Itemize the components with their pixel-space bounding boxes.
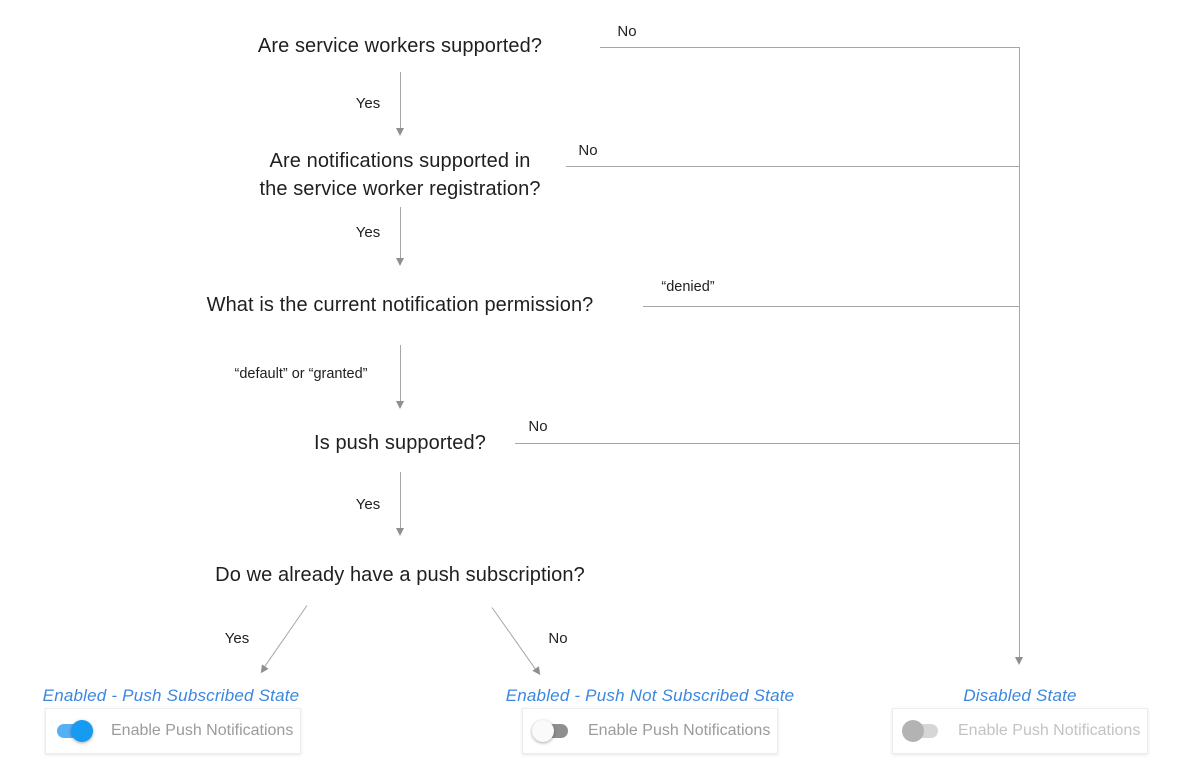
edge-line-q3-default-granted — [400, 345, 401, 401]
question-push-supported: Is push supported? — [314, 432, 486, 454]
toggle-knob-icon — [532, 720, 554, 742]
question-notifications-supported: Are notifications supported in the servi… — [259, 150, 541, 200]
arrow-down-icon — [396, 258, 404, 266]
edge-line-q1-yes — [400, 72, 401, 128]
question-notification-permission: What is the current notification permiss… — [206, 294, 594, 316]
toggle-label: Enable Push Notifications — [588, 722, 771, 739]
toggle-knob-icon — [71, 720, 93, 742]
toggle-label: Enable Push Notifications — [111, 722, 294, 739]
push-toggle-card-subscribed: Enable Push Notifications — [45, 708, 301, 754]
push-toggle-switch-off[interactable] — [532, 719, 570, 743]
push-toggle-switch-disabled — [902, 719, 940, 743]
edge-label-default-or-granted: “default” or “granted” — [234, 366, 368, 382]
edge-line-q2-no — [566, 166, 1019, 167]
edge-line-q3-denied — [643, 306, 1019, 307]
edge-line-q5-yes — [257, 605, 308, 676]
edge-label-yes: Yes — [224, 630, 250, 647]
arrow-head-icon — [532, 666, 544, 678]
state-title-enabled-not-subscribed: Enabled - Push Not Subscribed State — [505, 686, 795, 705]
edge-line-to-disabled-state — [1019, 47, 1020, 657]
question-service-workers-supported: Are service workers supported? — [257, 35, 543, 57]
edge-label-no: No — [528, 418, 548, 435]
push-toggle-card-disabled: Enable Push Notifications — [892, 708, 1148, 754]
edge-line-q1-no — [600, 47, 1019, 48]
state-title-enabled-subscribed: Enabled - Push Subscribed State — [42, 686, 300, 705]
state-title-disabled: Disabled State — [963, 686, 1077, 705]
edge-line-q2-yes — [400, 207, 401, 258]
arrow-down-icon — [396, 401, 404, 409]
question-existing-push-subscription: Do we already have a push subscription? — [215, 564, 585, 586]
edge-label-yes: Yes — [355, 496, 381, 513]
edge-label-no: No — [617, 23, 637, 40]
edge-label-yes: Yes — [355, 95, 381, 112]
toggle-label: Enable Push Notifications — [958, 722, 1141, 739]
arrow-down-icon — [396, 528, 404, 536]
toggle-knob-icon — [902, 720, 924, 742]
arrow-head-icon — [257, 664, 269, 676]
edge-label-no: No — [578, 142, 598, 159]
edge-label-no: No — [548, 630, 568, 647]
push-toggle-switch-on[interactable] — [55, 719, 93, 743]
edge-line-q4-no — [515, 443, 1019, 444]
arrow-down-icon — [396, 128, 404, 136]
edge-label-denied: “denied” — [661, 279, 715, 295]
edge-label-yes: Yes — [355, 224, 381, 241]
arrow-down-icon — [1015, 657, 1023, 665]
edge-line-q4-yes — [400, 472, 401, 528]
push-toggle-card-not-subscribed: Enable Push Notifications — [522, 708, 778, 754]
